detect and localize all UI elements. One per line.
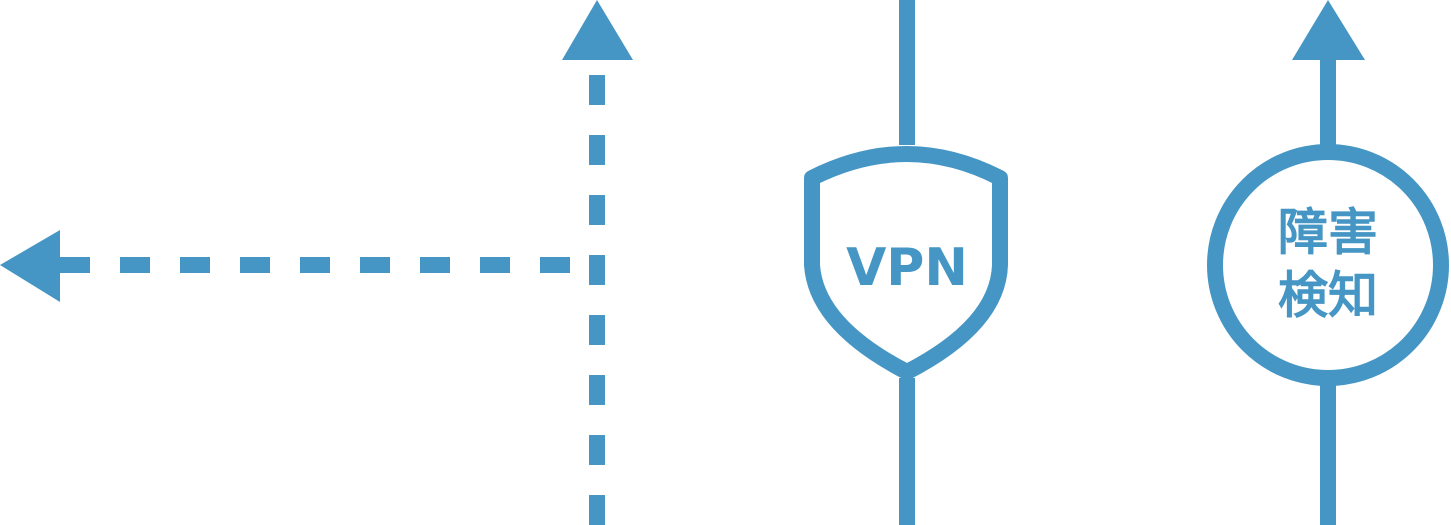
- fault-detection-symbol: 障害 検知: [1207, 0, 1449, 525]
- fault-label-line-2: 検知: [1278, 267, 1378, 325]
- vpn-label: VPN: [846, 238, 968, 298]
- dashed-left-arrow-icon: [0, 230, 570, 302]
- shield-icon: [804, 146, 1008, 380]
- circle-icon: [1207, 144, 1449, 386]
- dashed-up-arrow-icon: [562, 0, 633, 525]
- fault-up-arrowhead: [1292, 0, 1365, 60]
- fault-label-line-1: 障害: [1278, 204, 1378, 262]
- left-arrowhead: [0, 230, 60, 302]
- up-arrowhead: [562, 0, 633, 60]
- vpn-symbol: VPN: [804, 0, 1008, 525]
